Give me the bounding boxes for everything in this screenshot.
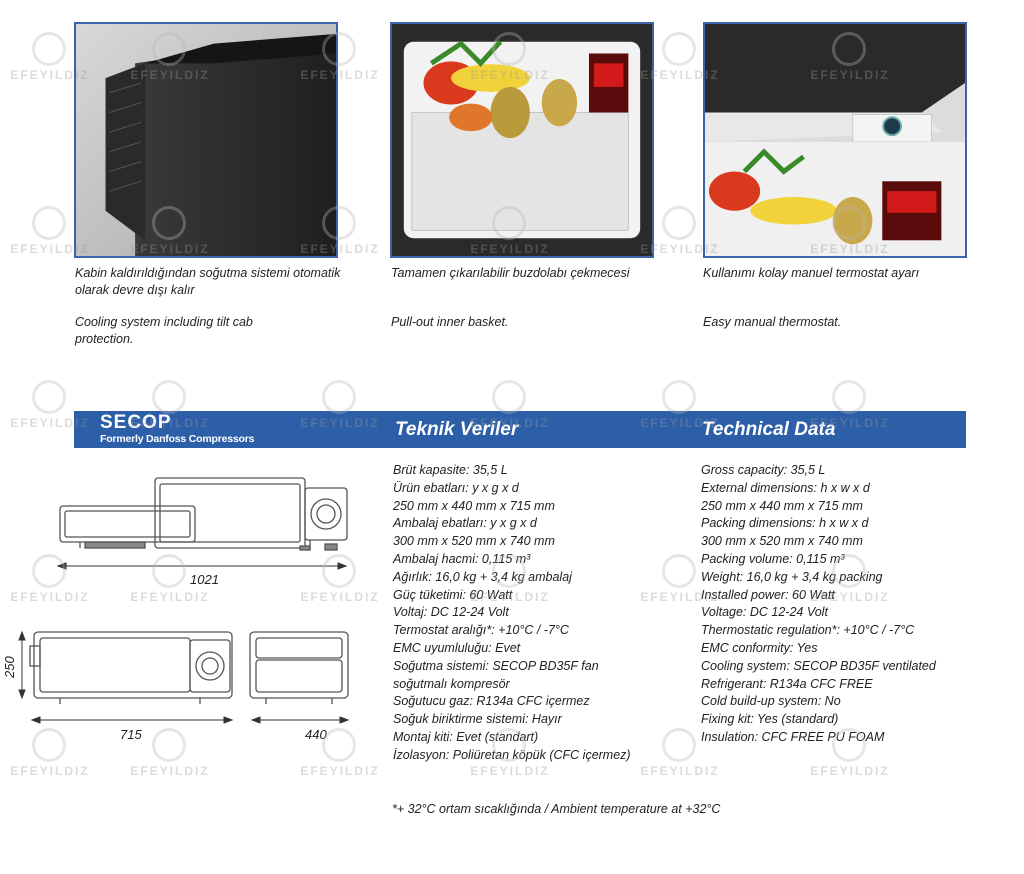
spec-en-line: 300 mm x 520 mm x 740 mm <box>701 534 863 549</box>
spec-en-line: Cooling system: SECOP BD35F ventilated <box>701 658 936 673</box>
dimension-length-total: 1021 <box>190 572 219 587</box>
spec-en-line: Packing volume: 0,115 m³ <box>701 551 845 566</box>
spec-tr-line: Soğutucu gaz: R134a CFC içermez <box>393 694 590 709</box>
watermark-seal-icon <box>152 380 186 414</box>
brand-subtitle: Formerly Danfoss Compressors <box>100 433 255 445</box>
caption-en-3: Easy manual thermostat. <box>703 315 842 329</box>
dimension-width: 440 <box>305 727 327 742</box>
watermark-seal-icon <box>662 32 696 66</box>
watermark-text: EFEYILDIZ <box>300 764 380 778</box>
spec-tr-line: Güç tüketimi: 60 Watt <box>393 587 513 602</box>
spec-tr-line: Ürün ebatları: y x g x d <box>393 480 519 495</box>
caption-en-2: Pull-out inner basket. <box>391 315 509 329</box>
spec-tr-line: Montaj kiti: Evet (standart) <box>393 729 539 744</box>
watermark-text: EFEYILDIZ <box>470 764 550 778</box>
specs-en: Gross capacity: 35,5 L External dimensio… <box>701 462 936 747</box>
specs-tr: Brüt kapasite: 35,5 L Ürün ebatları: y x… <box>393 462 631 765</box>
watermark-seal-icon <box>662 554 696 588</box>
spec-tr-line: soğutmalı kompresör <box>393 676 510 691</box>
watermark-text: EFEYILDIZ <box>640 764 720 778</box>
caption-tr-1: Kabin kaldırıldığından soğutma sistemi o… <box>75 266 341 297</box>
watermark-seal-icon <box>832 380 866 414</box>
watermark-seal-icon <box>32 380 66 414</box>
watermark-seal-icon <box>662 380 696 414</box>
spec-en-line: 250 mm x 440 mm x 715 mm <box>701 498 863 513</box>
spec-tr-line: Soğuk biriktirme sistemi: Hayır <box>393 712 562 727</box>
footnote: *+ 32°C ortam sıcaklığında / Ambient tem… <box>392 802 721 816</box>
secop-logo: SECOP Formerly Danfoss Compressors <box>100 412 255 446</box>
dimension-depth: 715 <box>120 727 142 742</box>
spec-tr-line: Ağırlık: 16,0 kg + 3,4 kg ambalaj <box>393 569 572 584</box>
spec-tr-line: Soğutma sistemi: SECOP BD35F fan <box>393 658 599 673</box>
spec-en-line: Voltage: DC 12-24 Volt <box>701 605 828 620</box>
spec-tr-line: EMC uyumluluğu: Evet <box>393 640 521 655</box>
watermark-seal-icon <box>492 380 526 414</box>
spec-en-line: Packing dimensions: h x w x d <box>701 516 869 531</box>
spec-en-line: Thermostatic regulation*: +10°C / -7°C <box>701 623 915 638</box>
spec-en-line: Installed power: 60 Watt <box>701 587 835 602</box>
dimension-drawing-svg <box>18 477 350 724</box>
spec-tr-line: Termostat aralığı*: +10°C / -7°C <box>393 623 569 638</box>
spec-en-line: Insulation: CFC FREE PU FOAM <box>701 729 885 744</box>
watermark-text: EFEYILDIZ <box>130 764 210 778</box>
dimension-height: 250 <box>2 656 17 678</box>
spec-en-line: Cold build-up system: No <box>701 694 841 709</box>
caption-tr-2: Tamamen çıkarılabilir buzdolabı çekmeces… <box>391 266 630 280</box>
watermark-seal-icon <box>662 728 696 762</box>
watermark-text: EFEYILDIZ <box>10 764 90 778</box>
spec-en-line: Fixing kit: Yes (standard) <box>701 712 839 727</box>
spec-tr-line: 250 mm x 440 mm x 715 mm <box>393 498 555 513</box>
spec-en-line: External dimensions: h x w x d <box>701 480 870 495</box>
spec-tr-line: Ambalaj hacmi: 0,115 m³ <box>393 551 531 566</box>
watermark-seal-icon <box>32 206 66 240</box>
spec-en-line: EMC conformity: Yes <box>701 640 818 655</box>
caption-en-1: Cooling system including tilt cab protec… <box>75 315 253 346</box>
watermark-text: EFEYILDIZ <box>810 764 890 778</box>
spec-tr-line: Ambalaj ebatları: y x g x d <box>393 516 537 531</box>
spec-tr-line: Voltaj: DC 12-24 Volt <box>393 605 509 620</box>
photo-pull-out-basket <box>390 22 654 258</box>
heading-tr: Teknik Veriler <box>395 419 519 440</box>
watermark-seal-icon <box>662 206 696 240</box>
spec-en-line: Gross capacity: 35,5 L <box>701 463 826 477</box>
spec-en-line: Refrigerant: R134a CFC FREE <box>701 676 873 691</box>
spec-tr-line: Brüt kapasite: 35,5 L <box>393 463 508 477</box>
caption-tr-3: Kullanımı kolay manuel termostat ayarı <box>703 266 920 280</box>
heading-en: Technical Data <box>702 419 836 440</box>
watermark-seal-icon <box>32 32 66 66</box>
spec-tr-line: İzolasyon: Poliüretan köpük (CFC içermez… <box>393 747 631 762</box>
brand-name: SECOP <box>100 412 172 433</box>
dimension-drawings: 1021 250 715 440 <box>0 460 380 760</box>
spec-en-line: Weight: 16,0 kg + 3,4 kg packing <box>701 569 883 584</box>
spec-tr-line: 300 mm x 520 mm x 740 mm <box>393 534 555 549</box>
photo-thermostat <box>703 22 967 258</box>
section-header-band <box>74 411 966 448</box>
watermark-seal-icon <box>322 380 356 414</box>
photo-cooling-unit <box>74 22 338 258</box>
